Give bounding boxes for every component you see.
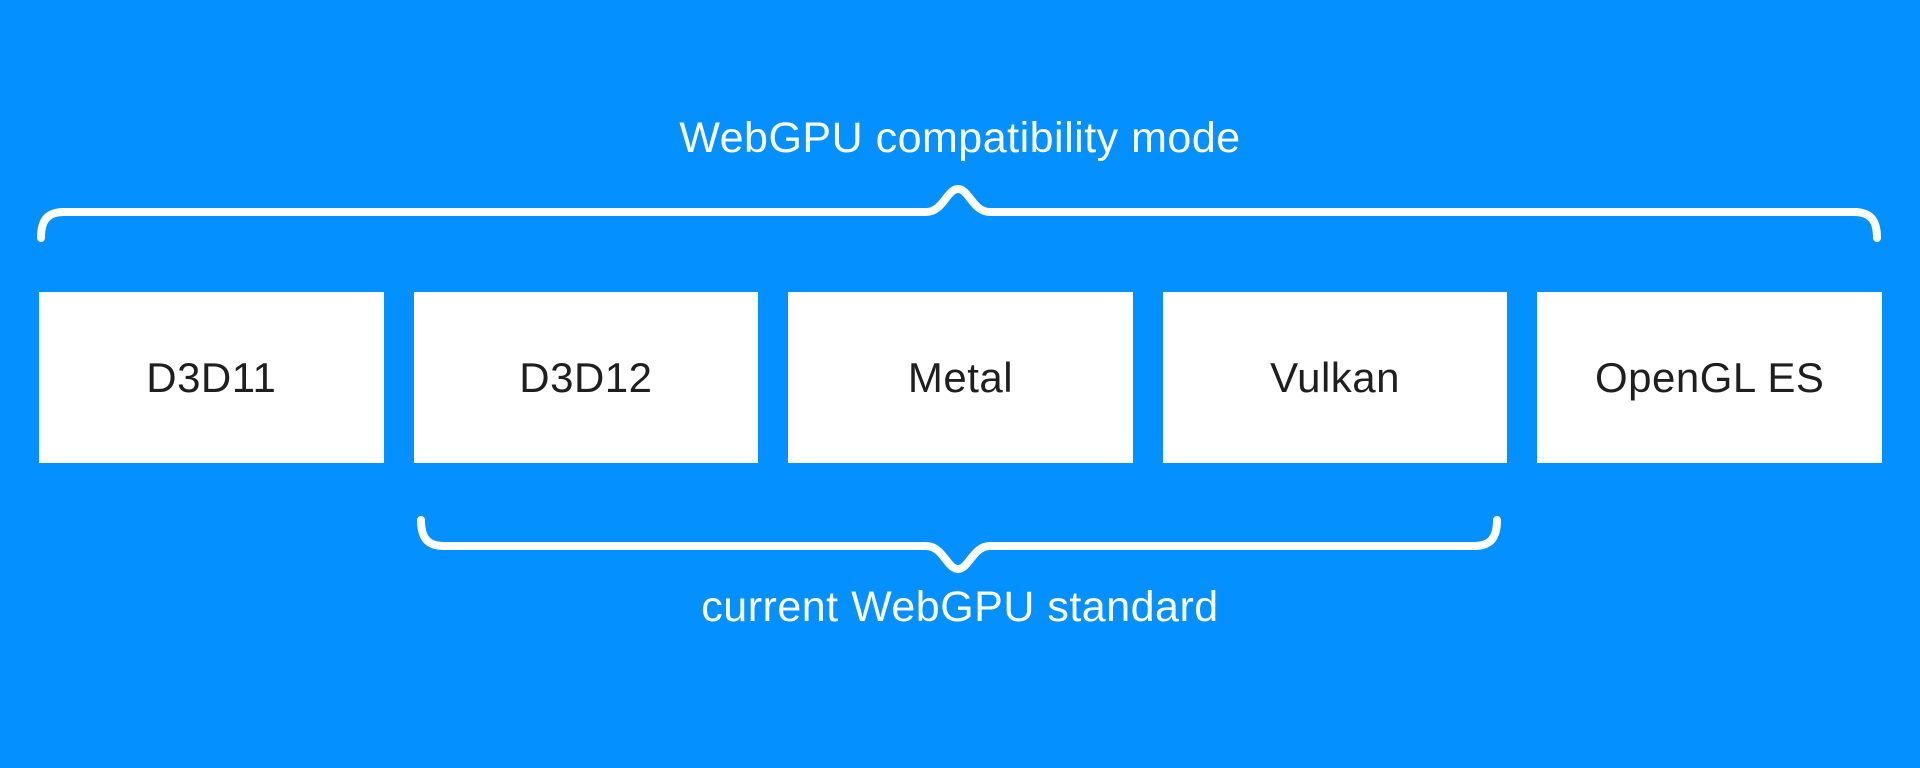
api-box-d3d12: D3D12: [413, 292, 759, 463]
api-box-label: OpenGL ES: [1594, 353, 1825, 401]
bottom-brace: [417, 516, 1501, 573]
api-box-metal: Metal: [788, 292, 1133, 463]
api-box-label: Metal: [907, 353, 1014, 401]
api-box-vulkan: Vulkan: [1162, 292, 1508, 463]
api-boxes-row: D3D11 D3D12 Metal Vulkan OpenGL ES: [39, 292, 1882, 463]
api-box-opengl-es: OpenGL ES: [1537, 292, 1882, 463]
api-box-label: D3D12: [519, 353, 653, 401]
api-box-d3d11: D3D11: [39, 292, 384, 463]
api-box-label: D3D11: [146, 353, 277, 401]
top-brace-label: WebGPU compatibility mode: [679, 114, 1241, 162]
top-brace: [37, 185, 1881, 242]
bottom-brace-label: current WebGPU standard: [701, 583, 1219, 631]
api-box-label: Vulkan: [1270, 353, 1401, 401]
